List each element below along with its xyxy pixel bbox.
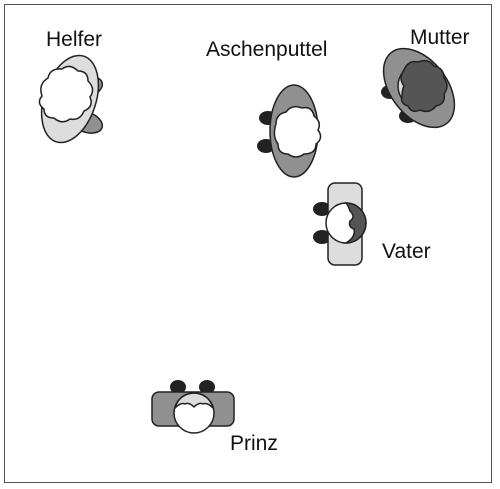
aschenputtel-label: Aschenputtel (206, 38, 327, 61)
figure-prinz: Prinz (151, 380, 278, 455)
figure-mutter: Mutter (381, 26, 470, 129)
prinz-label: Prinz (230, 432, 278, 455)
helfer-hair-icon (38, 65, 94, 123)
vater-shoe-icon (313, 202, 331, 216)
mutter-hair-icon (400, 59, 448, 113)
vater-hair-icon (343, 202, 367, 244)
figure-vater: Vater (313, 182, 431, 266)
vater-shoe-icon (313, 230, 331, 244)
vater-label: Vater (382, 240, 431, 263)
figure-aschenputtel: Aschenputtel (206, 38, 327, 178)
figure-helfer: Helfer (38, 28, 104, 144)
aschenputtel-hair-icon (273, 105, 322, 158)
prinz-shoe-icon (170, 380, 186, 394)
prinz-hair-icon (173, 392, 215, 411)
mutter-label: Mutter (410, 26, 470, 49)
helfer-label: Helfer (46, 28, 102, 51)
prinz-shoe-icon (199, 380, 215, 394)
